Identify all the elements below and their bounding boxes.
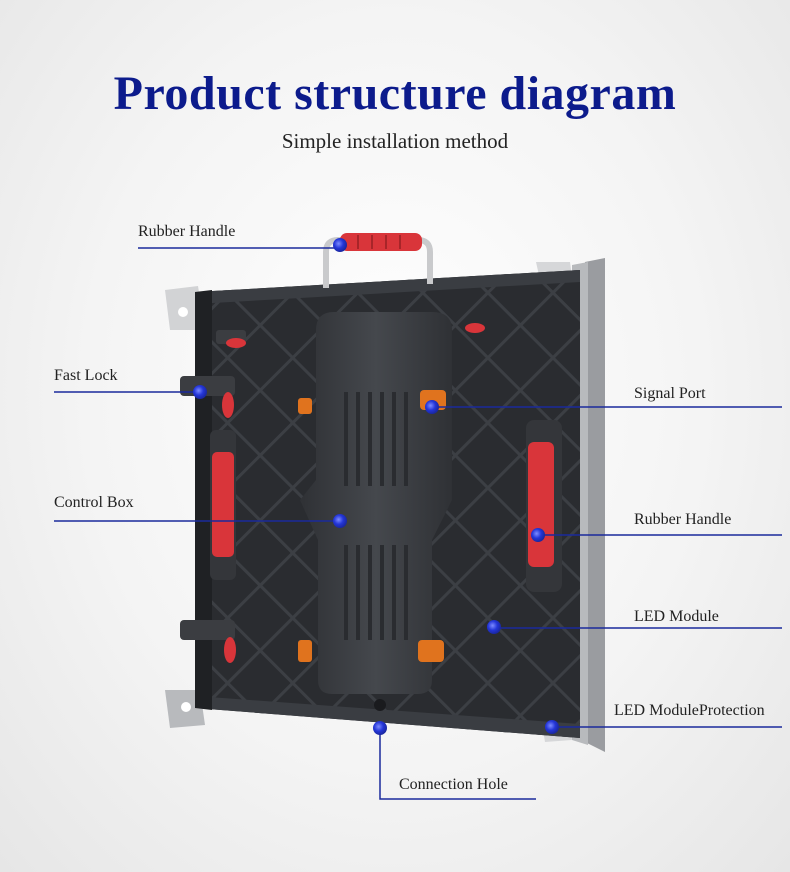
callout-markers [193,238,559,735]
left-brackets [165,286,212,728]
leader-connection-hole [379,728,536,800]
marker-rubber-handle-right [531,528,545,542]
top-rubber-handle [323,233,433,288]
marker-connection-hole [373,721,387,735]
marker-signal-port [425,400,439,414]
page-title: Product structure diagram [113,67,677,120]
label-rubber-handle-top: Rubber Handle [138,223,236,240]
marker-control-box [333,514,347,528]
label-connection-hole: Connection Hole [399,776,508,793]
marker-rubber-handle-top [333,238,347,252]
page-subtitle: Simple installation method [281,129,509,153]
label-rubber-handle-right: Rubber Handle [634,511,732,528]
marker-led-module-protection [545,720,559,734]
label-led-module-protection: LED ModuleProtection [614,702,765,719]
label-control-box: Control Box [54,494,134,511]
control-box-body [298,312,452,711]
label-signal-port: Signal Port [634,385,706,402]
label-fast-lock: Fast Lock [54,367,118,384]
marker-fast-lock [193,385,207,399]
fast-lock-parts [180,323,485,663]
label-led-module: LED Module [634,608,719,625]
leader-lines [54,247,782,800]
marker-led-module [487,620,501,634]
